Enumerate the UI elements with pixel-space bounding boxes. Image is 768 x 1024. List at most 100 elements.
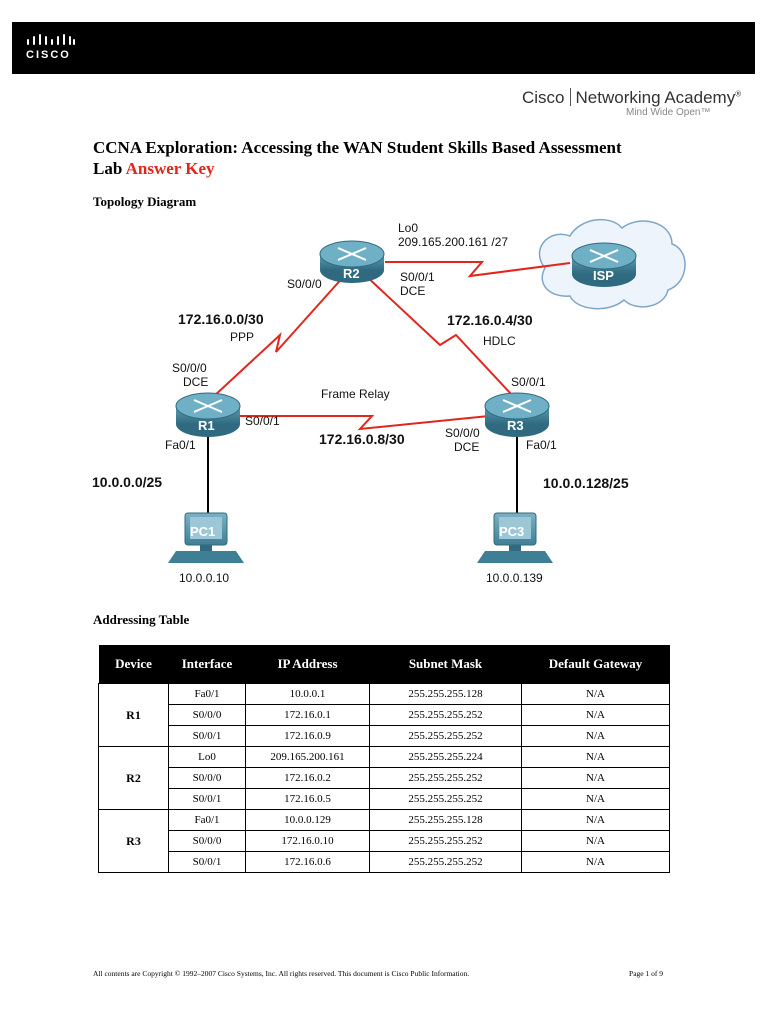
label-pc1: PC1: [190, 524, 215, 539]
gateway-cell: N/A: [521, 851, 670, 873]
router-r3: [484, 392, 550, 437]
ip-cell: 172.16.0.10: [245, 830, 370, 852]
label-pc3: PC3: [499, 524, 524, 539]
interface-cell: S0/0/0: [168, 767, 246, 789]
mask-cell: 255.255.255.128: [369, 683, 522, 705]
label-r1-fa01: Fa0/1: [165, 438, 196, 452]
title-answer-key: Answer Key: [125, 159, 215, 178]
label-net-r2-r3: 172.16.0.4/30: [447, 312, 533, 328]
label-r1-s001: S0/0/1: [245, 414, 280, 428]
interface-cell: Lo0: [168, 746, 246, 768]
col-subnet-mask: Subnet Mask: [369, 645, 522, 684]
ip-cell: 172.16.0.5: [245, 788, 370, 810]
gateway-cell: N/A: [521, 704, 670, 726]
ip-cell: 172.16.0.6: [245, 851, 370, 873]
link-r2-isp: [385, 261, 571, 278]
link-r2-r3: [364, 274, 513, 396]
label-r2-s000: S0/0/0: [287, 277, 322, 291]
label-lo0-address: 209.165.200.161 /27: [398, 235, 508, 249]
pc1-icon: [168, 512, 244, 563]
gateway-cell: N/A: [521, 767, 670, 789]
label-r1: R1: [198, 418, 215, 433]
ip-cell: 172.16.0.2: [245, 767, 370, 789]
mask-cell: 255.255.255.224: [369, 746, 522, 768]
document-title: CCNA Exploration: Accessing the WAN Stud…: [93, 137, 653, 179]
interface-cell: S0/0/0: [168, 830, 246, 852]
mask-cell: 255.255.255.252: [369, 767, 522, 789]
gateway-cell: N/A: [521, 746, 670, 768]
interface-cell: S0/0/1: [168, 851, 246, 873]
ip-cell: 172.16.0.1: [245, 704, 370, 726]
mask-cell: 255.255.255.252: [369, 704, 522, 726]
label-r1-dce: DCE: [183, 375, 208, 389]
label-r3-fa01: Fa0/1: [526, 438, 557, 452]
col-ip-address: IP Address: [245, 645, 370, 684]
link-r1-r3: [237, 415, 490, 431]
label-r3-s001: S0/0/1: [511, 375, 546, 389]
mask-cell: 255.255.255.252: [369, 851, 522, 873]
table-row: S0/0/1 172.16.0.6 255.255.255.252 N/A: [99, 851, 670, 873]
label-r3-s000: S0/0/0: [445, 426, 480, 440]
table-row: S0/0/0 172.16.0.10 255.255.255.252 N/A: [99, 830, 670, 852]
label-lo0: Lo0: [398, 221, 418, 235]
table-row: S0/0/0 172.16.0.2 255.255.255.252 N/A: [99, 767, 670, 789]
academy-name-networking: Networking Academy: [575, 88, 736, 107]
label-isp: ISP: [593, 268, 614, 283]
interface-cell: S0/0/0: [168, 704, 246, 726]
label-pc3-ip: 10.0.0.139: [486, 571, 543, 585]
table-row: R3 Fa0/1 10.0.0.129 255.255.255.128 N/A: [98, 809, 670, 873]
addressing-table: Device Interface IP Address Subnet Mask …: [98, 645, 670, 873]
label-ppp: PPP: [230, 330, 254, 344]
ip-cell: 172.16.0.9: [245, 725, 370, 747]
gateway-cell: N/A: [521, 830, 670, 852]
ip-cell: 209.165.200.161: [245, 746, 370, 768]
device-cell: R2: [98, 746, 169, 810]
label-r2-s001: S0/0/1: [400, 270, 435, 284]
pc3-icon: [477, 512, 553, 563]
router-r1: [175, 392, 241, 437]
label-lan3: 10.0.0.128/25: [543, 475, 629, 491]
mask-cell: 255.255.255.252: [369, 830, 522, 852]
router-r2: [319, 240, 385, 283]
cisco-logo-text: CISCO: [26, 49, 71, 61]
cisco-bars-icon: [27, 34, 75, 45]
topology-heading: Topology Diagram: [93, 194, 197, 209]
copyright-text: All contents are Copyright © 1992–2007 C…: [93, 969, 470, 978]
gateway-cell: N/A: [521, 809, 670, 831]
table-row: S0/0/1 172.16.0.9 255.255.255.252 N/A: [99, 725, 670, 747]
label-lan1: 10.0.0.0/25: [92, 474, 162, 490]
router-isp: [571, 242, 637, 287]
label-net-r1-r2: 172.16.0.0/30: [178, 311, 264, 327]
gateway-cell: N/A: [521, 725, 670, 747]
label-frame-relay: Frame Relay: [321, 387, 390, 401]
addressing-heading: Addressing Table: [93, 612, 190, 627]
mask-cell: 255.255.255.252: [369, 725, 522, 747]
page-number: Page 1 of 9: [629, 969, 663, 978]
label-r2: R2: [343, 266, 360, 281]
table-row: S0/0/0 172.16.0.1 255.255.255.252 N/A: [99, 704, 670, 726]
interface-cell: Fa0/1: [168, 683, 246, 705]
col-interface: Interface: [168, 645, 246, 684]
brand-divider: [569, 88, 571, 106]
table-row: S0/0/1 172.16.0.5 255.255.255.252 N/A: [99, 788, 670, 810]
label-pc1-ip: 10.0.0.10: [179, 571, 229, 585]
label-net-r1-r3: 172.16.0.8/30: [319, 431, 405, 447]
label-r2-dce: DCE: [400, 284, 425, 298]
mask-cell: 255.255.255.252: [369, 788, 522, 810]
academy-name-cisco: Cisco: [522, 88, 565, 107]
mask-cell: 255.255.255.128: [369, 809, 522, 831]
table-row: R1 Fa0/1 10.0.0.1 255.255.255.128 N/A: [98, 683, 670, 747]
col-device: Device: [98, 645, 169, 684]
interface-cell: Fa0/1: [168, 809, 246, 831]
label-hdlc: HDLC: [483, 334, 516, 348]
gateway-cell: N/A: [521, 683, 670, 705]
link-r1-r2: [212, 274, 346, 398]
interface-cell: S0/0/1: [168, 788, 246, 810]
cisco-logo: CISCO: [26, 34, 86, 64]
topology-diagram: R2 ISP R1 R3 PC1 PC3 Lo0 209.165.200.161…: [92, 218, 686, 585]
title-text: CCNA Exploration: Accessing the WAN Stud…: [93, 138, 622, 178]
gateway-cell: N/A: [521, 788, 670, 810]
table-row: R2 Lo0 209.165.200.161 255.255.255.224 N…: [98, 746, 670, 810]
